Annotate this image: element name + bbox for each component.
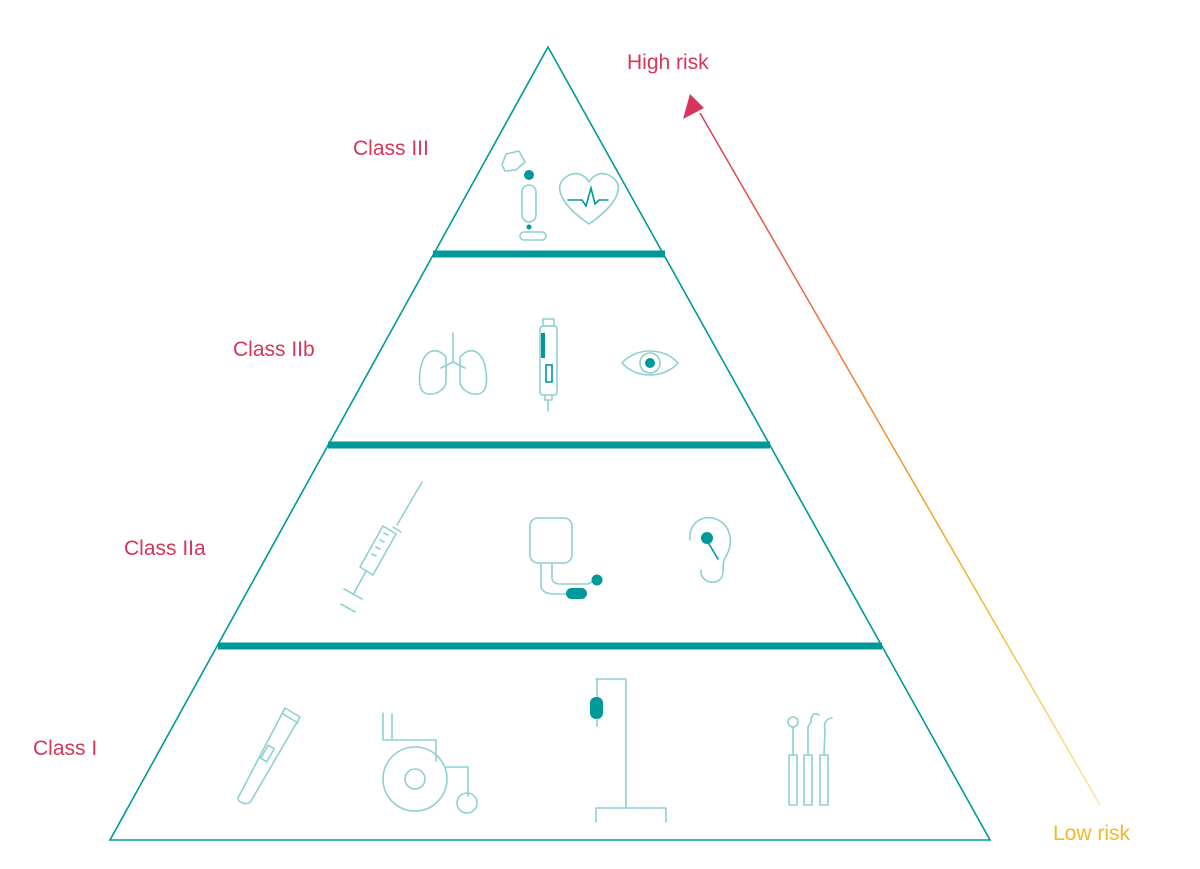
dental-tools-icon [787, 712, 833, 806]
eye-icon [621, 350, 679, 376]
insulin-pen-icon [539, 318, 558, 412]
tier-label-class-iia: Class IIa [124, 537, 206, 560]
tier-label-class-i: Class I [33, 737, 97, 760]
risk-arrow-line [699, 112, 1101, 806]
thermometer-icon [237, 707, 301, 805]
hearing-aid-icon [689, 516, 732, 583]
lungs-icon [418, 332, 488, 395]
tier-label-class-iib: Class IIb [233, 338, 315, 361]
heart-monitor-icon [558, 172, 620, 225]
low-risk-label: Low risk [1053, 822, 1131, 845]
pacemaker-icon [501, 150, 547, 241]
high-risk-label: High risk [627, 51, 709, 74]
syringe-icon [340, 481, 423, 613]
blood-pressure-monitor-icon [529, 517, 603, 599]
wheelchair-icon [382, 712, 478, 814]
iv-stand-icon [590, 678, 667, 823]
tier-label-class-iii: Class III [353, 137, 429, 160]
risk-arrow-head [683, 94, 704, 119]
